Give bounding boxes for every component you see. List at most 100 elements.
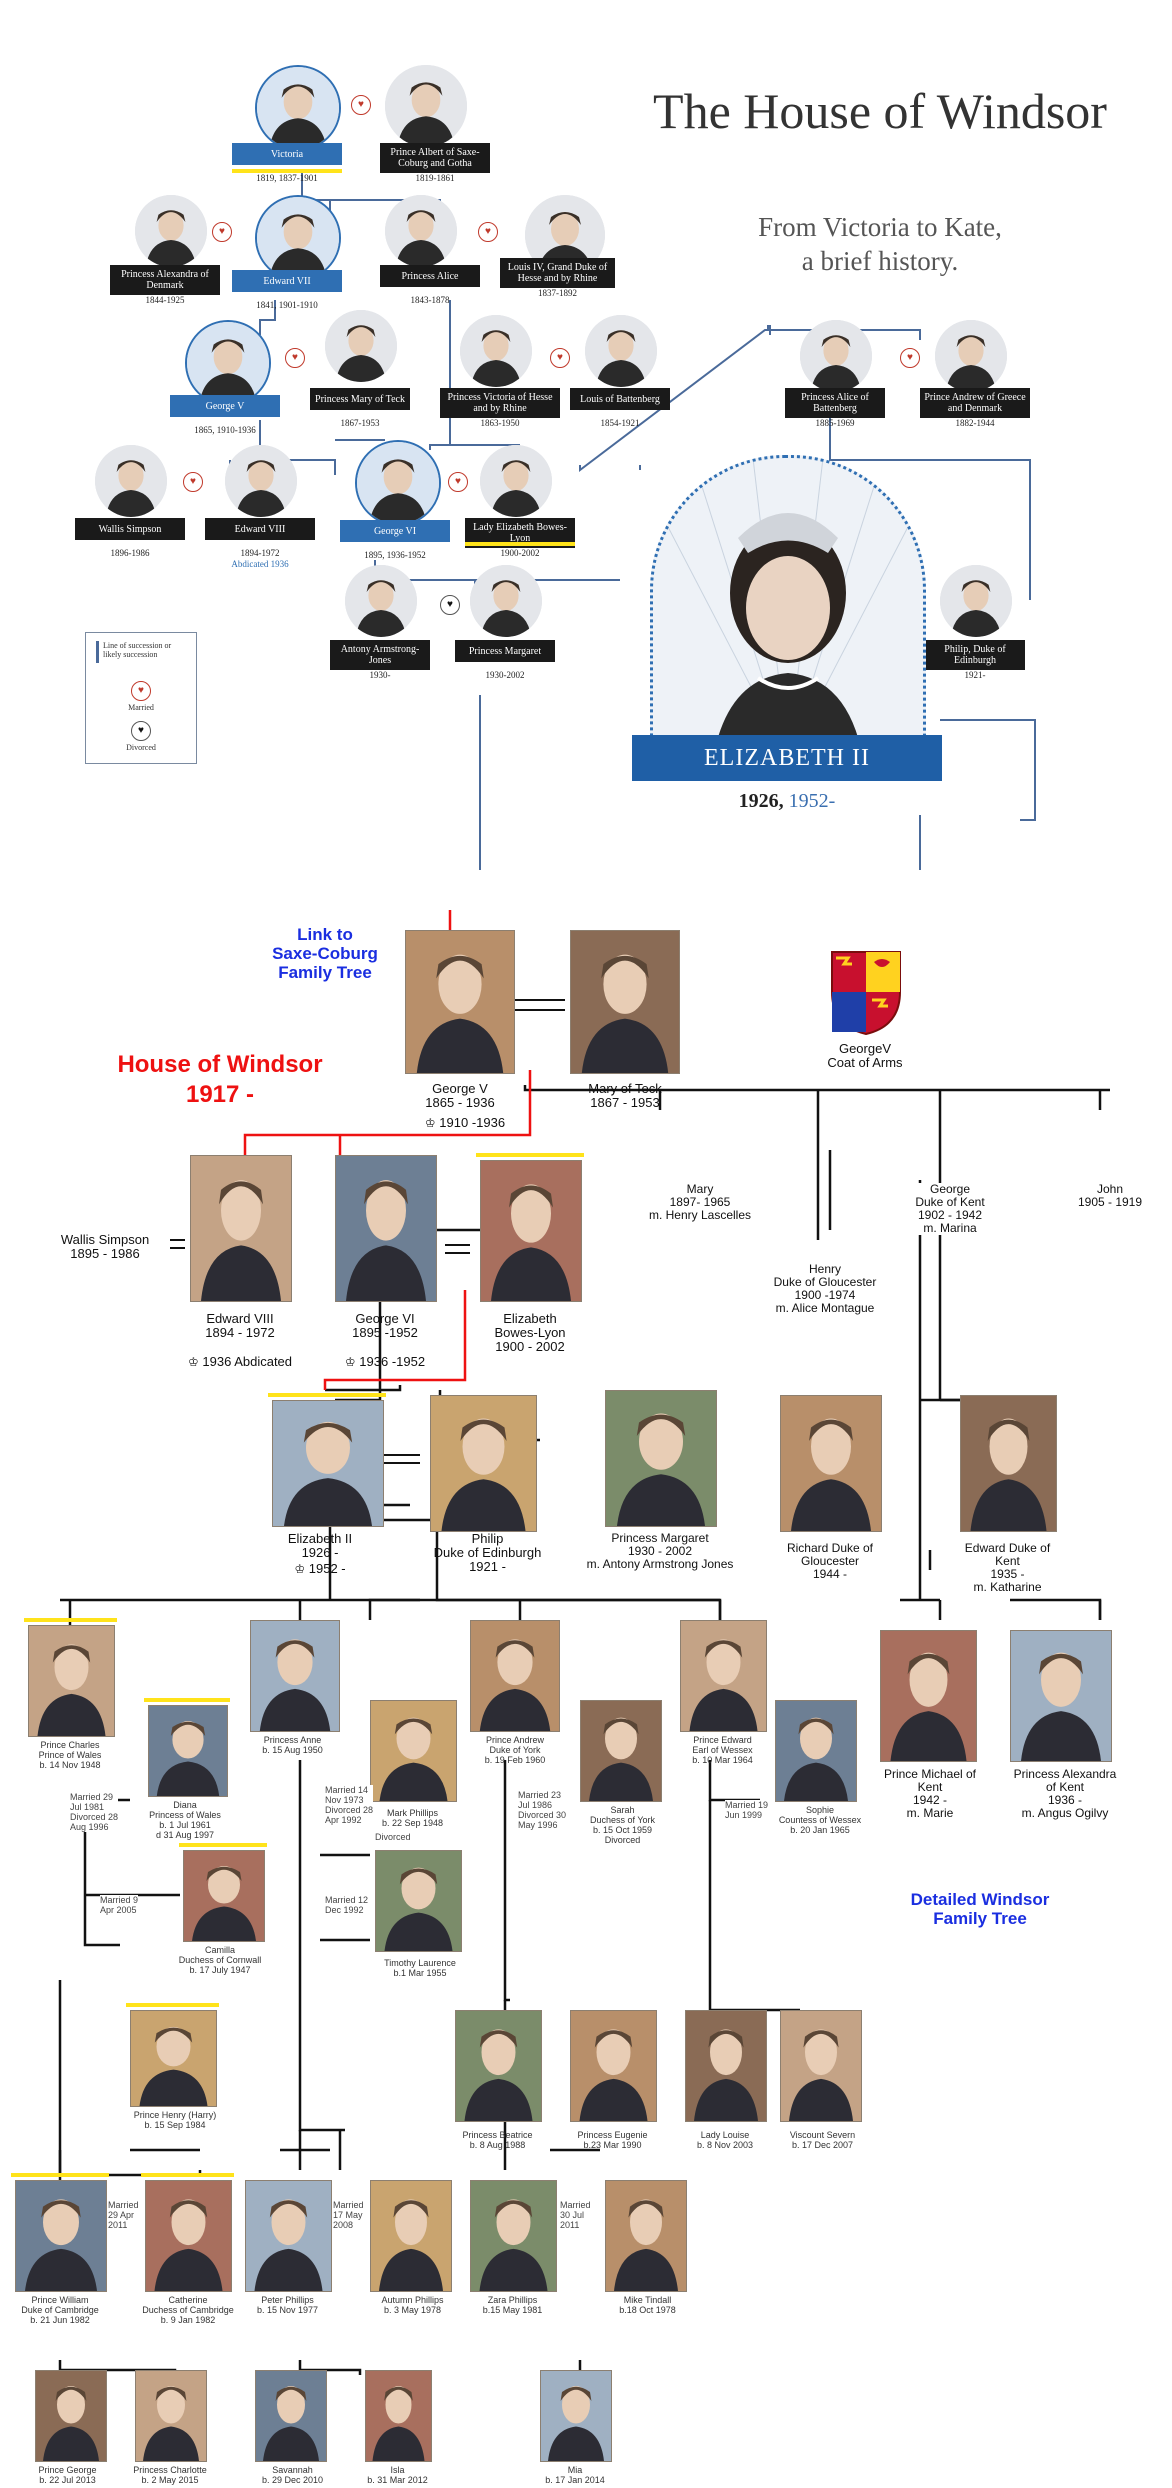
caption-edward: Prince Edward Earl of Wessex b. 10 Mar 1… bbox=[665, 1735, 780, 1765]
heart-icon: ♥ bbox=[478, 222, 498, 242]
photo-isla bbox=[365, 2370, 432, 2462]
highlight-camilla bbox=[179, 1843, 267, 1847]
name-label-philip: Philip, Duke of Edinburgh bbox=[925, 640, 1025, 670]
reign-text: 1936 Abdicated bbox=[202, 1354, 292, 1369]
photo-alexandra bbox=[1010, 1630, 1112, 1762]
photo-elizabethbl bbox=[480, 1160, 582, 1302]
highlight-charles bbox=[24, 1618, 117, 1622]
caption-mike: Mike Tindall b.18 Oct 1978 bbox=[590, 2295, 705, 2315]
caption-mia: Mia b. 17 Jan 2014 bbox=[515, 2465, 635, 2485]
caption-timothy: Timothy Laurence b.1 Mar 1955 bbox=[360, 1958, 480, 1978]
dates-margaret: 1930-2002 bbox=[455, 670, 555, 680]
queen-birth: 1926, bbox=[739, 790, 784, 812]
caption-elizabethbl: Elizabeth Bowes-Lyon 1900 - 2002 bbox=[455, 1312, 605, 1354]
portrait-edward7 bbox=[255, 195, 341, 281]
name-label-alexandra: Princess Alexandra of Denmark bbox=[110, 265, 220, 295]
entry-mary-lascelles: Mary 1897- 1965 m. Henry Lascelles bbox=[630, 1183, 770, 1222]
photo-edward_kent bbox=[960, 1395, 1057, 1532]
name-label-george5: George V bbox=[170, 395, 280, 417]
photo-timothy bbox=[375, 1850, 462, 1952]
caption-charlotte: Princess Charlotte b. 2 May 2015 bbox=[110, 2465, 230, 2485]
reign-text: 1936 -1952 bbox=[359, 1354, 425, 1369]
portrait-andrewgreece bbox=[935, 320, 1007, 392]
photo-peter bbox=[245, 2180, 332, 2292]
portrait-maryteck bbox=[325, 310, 397, 382]
photo-charles bbox=[28, 1625, 115, 1737]
photo-sophie bbox=[775, 1700, 857, 1802]
detailed-windsor-link[interactable]: Detailed Windsor Family Tree bbox=[880, 1890, 1080, 1928]
marriage-note-anne-tim: Married 12 Dec 1992 bbox=[325, 1895, 368, 1915]
portrait-wallis bbox=[95, 445, 167, 517]
caption-beatrice: Princess Beatrice b. 8 Aug 1988 bbox=[440, 2130, 555, 2150]
dates-alice: 1843-1878 bbox=[380, 295, 480, 305]
infographic-subtitle: From Victoria to Kate, a brief history. bbox=[620, 210, 1140, 278]
photo-severn bbox=[780, 2010, 862, 2122]
legend-married: Married bbox=[86, 703, 196, 712]
legend-succession: Line of succession or likely succession bbox=[96, 641, 188, 663]
photo-diana bbox=[148, 1705, 228, 1797]
name-label-wallis: Wallis Simpson bbox=[75, 518, 185, 540]
photo-louise bbox=[685, 2010, 767, 2122]
name-label-maryteck: Princess Mary of Teck bbox=[310, 388, 410, 410]
dates-andrewgreece: 1882-1944 bbox=[920, 418, 1030, 428]
caption-diana: Diana Princess of Wales b. 1 Jul 1961 d … bbox=[125, 1800, 245, 1840]
portrait-edward8 bbox=[225, 445, 297, 517]
photo-beatrice bbox=[455, 2010, 542, 2122]
marriage-note-charles-diana: Married 29 Jul 1981 Divorced 28 Aug 1996 bbox=[70, 1792, 118, 1832]
photo-mia bbox=[540, 2370, 612, 2462]
portrait-george5 bbox=[185, 320, 271, 406]
dates-alexandra: 1844-1925 bbox=[110, 295, 220, 305]
saxe-coburg-link[interactable]: Link to Saxe-Coburg Family Tree bbox=[245, 925, 405, 982]
caption-elizabeth2: Elizabeth II 1926 - bbox=[230, 1532, 410, 1560]
entry-henry: Henry Duke of Gloucester 1900 -1974 m. A… bbox=[750, 1263, 900, 1315]
highlight-diana bbox=[144, 1698, 230, 1702]
photo-savannah bbox=[255, 2370, 327, 2462]
caption-harry: Prince Henry (Harry) b. 15 Sep 1984 bbox=[110, 2110, 240, 2130]
photo-philip bbox=[430, 1395, 537, 1532]
caption-savannah: Savannah b. 29 Dec 2010 bbox=[235, 2465, 350, 2485]
note-edward8: Abdicated 1936 bbox=[205, 559, 315, 569]
highlight-elizabeth2 bbox=[268, 1393, 386, 1397]
caption-isla: Isla b. 31 Mar 2012 bbox=[340, 2465, 455, 2485]
photo-edward bbox=[680, 1620, 767, 1732]
caption-philip: Philip Duke of Edinburgh 1921 - bbox=[395, 1532, 580, 1574]
photo-eugenie bbox=[570, 2010, 657, 2122]
highlight-harry bbox=[126, 2003, 219, 2007]
queen-dates: 1926, 1952- bbox=[632, 790, 942, 813]
name-label-andrewgreece: Prince Andrew of Greece and Denmark bbox=[920, 388, 1030, 418]
name-label-edward8: Edward VIII bbox=[205, 518, 315, 540]
name-label-antony: Antony Armstrong-Jones bbox=[330, 640, 430, 670]
marriage-note-andrew-sarah: Married 23 Jul 1986 Divorced 30 May 1996 bbox=[518, 1790, 566, 1830]
heart-icon: ♥ bbox=[212, 222, 232, 242]
dates-louisbatt: 1854-1921 bbox=[570, 418, 670, 428]
photo-zara bbox=[470, 2180, 557, 2292]
marriage-note-peter-autumn: Married 17 May 2008 bbox=[333, 2200, 364, 2230]
house-of-windsor-title: House of Windsor 1917 - bbox=[70, 1050, 370, 1110]
photo-mary bbox=[570, 930, 680, 1074]
highlight-elizabethbl bbox=[465, 542, 575, 546]
dates-edward8: 1894-1972 bbox=[205, 548, 315, 558]
caption-severn: Viscount Severn b. 17 Dec 2007 bbox=[765, 2130, 880, 2150]
name-label-victoria: Victoria bbox=[232, 143, 342, 165]
crown-icon: ♔ bbox=[294, 1562, 305, 1576]
caption-richard: Richard Duke of Gloucester 1944 - bbox=[760, 1542, 900, 1581]
marriage-note-charles-camilla: Married 9 Apr 2005 bbox=[100, 1895, 138, 1915]
highlight-elizabethbl bbox=[476, 1153, 584, 1157]
coat-of-arms-icon bbox=[828, 948, 904, 1036]
reign-george6: ♔ 1936 -1952 bbox=[300, 1355, 470, 1369]
caption-michael: Prince Michael of Kent 1942 - m. Marie bbox=[865, 1768, 995, 1820]
dates-edward7: 1841, 1901-1910 bbox=[232, 300, 342, 310]
caption-charles: Prince Charles Prince of Wales b. 14 Nov… bbox=[15, 1740, 125, 1770]
heart-icon: ♥ bbox=[900, 348, 920, 368]
reign-text: 1952 - bbox=[309, 1561, 346, 1576]
photo-edward8 bbox=[190, 1155, 292, 1302]
caption-edward_kent: Edward Duke of Kent 1935 - m. Katharine bbox=[935, 1542, 1080, 1594]
name-label-louis4: Louis IV, Grand Duke of Hesse and by Rhi… bbox=[500, 258, 615, 288]
portrait-george6 bbox=[355, 440, 441, 526]
queen-banner: ELIZABETH II bbox=[632, 735, 942, 781]
dates-antony: 1930- bbox=[330, 670, 430, 680]
reign-text: 1910 -1936 bbox=[439, 1115, 505, 1130]
name-label-george6: George VI bbox=[340, 520, 450, 542]
heart-icon: ♥ bbox=[351, 95, 371, 115]
photo-catherine bbox=[145, 2180, 232, 2292]
